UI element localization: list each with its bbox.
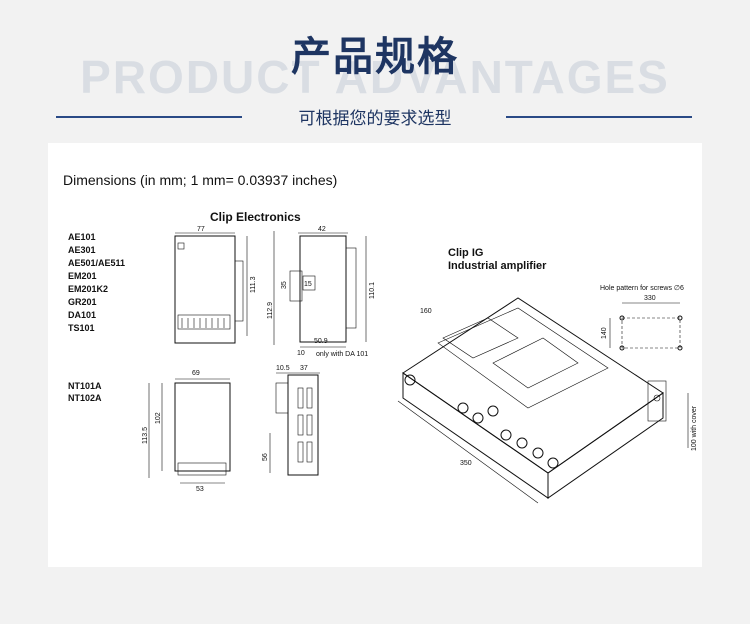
model-ae101: AE101 [68, 232, 96, 242]
watermark-text: PRODUCT ADVANTAGES [80, 51, 670, 103]
nt-side-view: 10.5 37 56 [262, 365, 320, 476]
model-ae301: AE301 [68, 245, 96, 255]
hole-pattern: Hole pattern for screws ∅6 330 140 [600, 285, 684, 351]
svg-text:50.9: 50.9 [314, 338, 328, 345]
model-em201: EM201 [68, 271, 97, 281]
divider-left [56, 116, 242, 118]
clip-ig-subtitle: Industrial amplifier [448, 260, 547, 272]
model-nt101a: NT101A [68, 381, 102, 391]
clip-side-view: 112.9 42 35 15 110.1 50.9 10 only with D… [267, 226, 376, 358]
svg-text:42: 42 [318, 226, 326, 233]
svg-text:160: 160 [420, 308, 432, 315]
model-ae501: AE501/AE511 [68, 258, 125, 268]
model-gr201: GR201 [68, 297, 97, 307]
svg-text:330: 330 [644, 295, 656, 302]
svg-text:77: 77 [197, 226, 205, 233]
svg-text:112.9: 112.9 [267, 302, 274, 319]
page-subtitle: 可根据您的要求选型 [298, 109, 452, 129]
dimensions-heading: Dimensions (in mm; 1 mm= 0.03937 inches) [63, 172, 337, 188]
clip-ig-title: Clip IG [448, 247, 483, 259]
model-em201k2: EM201K2 [68, 284, 108, 294]
svg-text:53: 53 [196, 486, 204, 493]
technical-drawing: Dimensions (in mm; 1 mm= 0.03937 inches)… [63, 172, 698, 504]
svg-text:110.1: 110.1 [369, 282, 376, 299]
svg-text:350: 350 [460, 460, 472, 467]
svg-text:10: 10 [297, 350, 305, 357]
svg-text:102: 102 [155, 412, 162, 424]
clip-front-view: 77 111.3 [174, 226, 257, 344]
model-da101: DA101 [68, 310, 96, 320]
svg-text:100 with cover: 100 with cover [691, 405, 698, 451]
spec-drawing-card: Dimensions (in mm; 1 mm= 0.03937 inches)… [48, 143, 702, 567]
svg-text:37: 37 [300, 365, 308, 372]
clip-electronics-title: Clip Electronics [210, 210, 301, 224]
svg-text:111.3: 111.3 [250, 276, 257, 293]
nt-front-view: 69 113.5 102 53 [142, 370, 231, 493]
svg-text:56: 56 [262, 453, 269, 461]
svg-text:35: 35 [281, 281, 288, 289]
svg-text:Hole pattern for screws ∅6: Hole pattern for screws ∅6 [600, 285, 684, 292]
page-title: 产品规格 [291, 34, 459, 80]
svg-text:only with DA 101: only with DA 101 [316, 351, 368, 358]
svg-text:140: 140 [601, 327, 608, 339]
clip-ig-isometric: 160 350 100 with cover [397, 297, 698, 504]
svg-text:15: 15 [304, 281, 312, 288]
svg-text:113.5: 113.5 [142, 427, 149, 444]
model-ts101: TS101 [68, 323, 95, 333]
svg-text:69: 69 [192, 370, 200, 377]
svg-text:10.5: 10.5 [276, 365, 290, 372]
model-nt102a: NT102A [68, 393, 102, 403]
divider-right [506, 116, 692, 118]
